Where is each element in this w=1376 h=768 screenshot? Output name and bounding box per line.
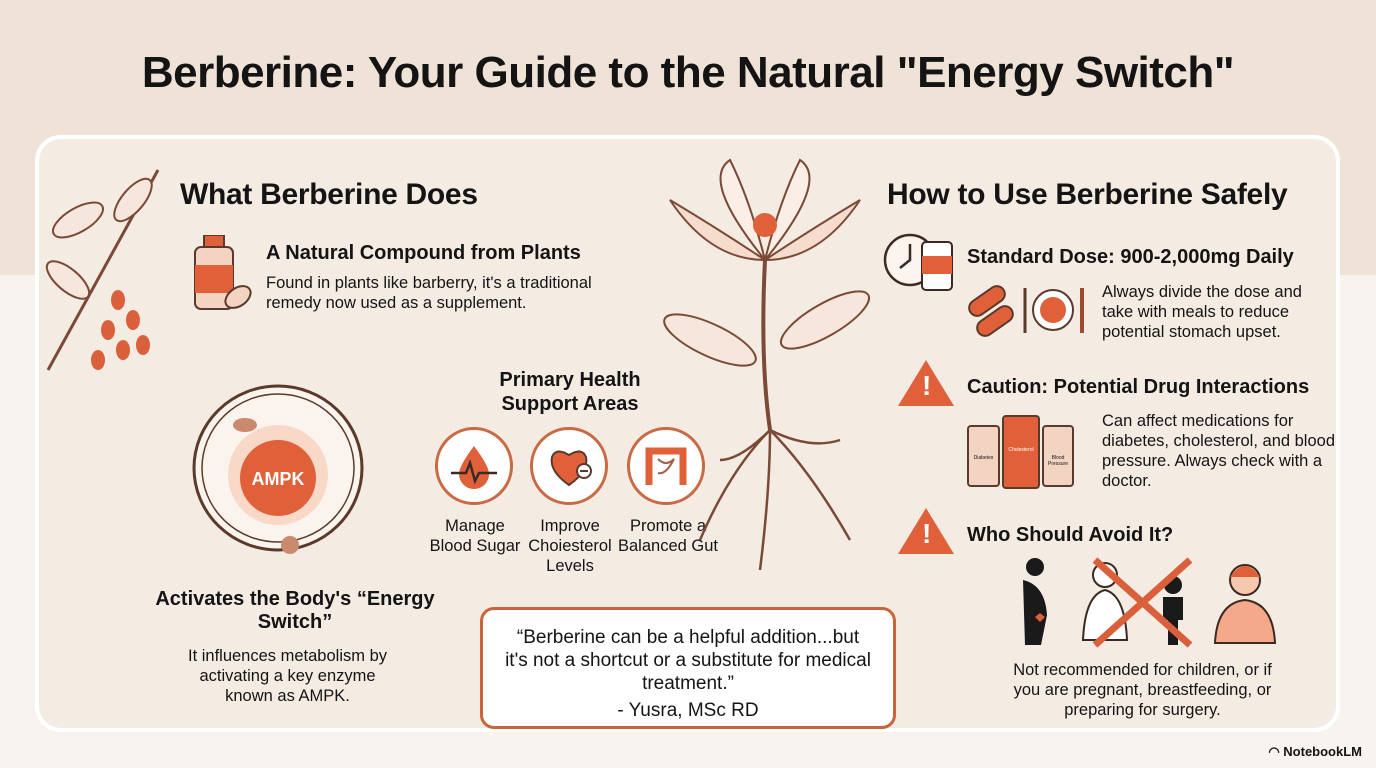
- caution-title: Caution: Potential Drug Interactions: [967, 376, 1310, 398]
- pills-meal-icon: [968, 285, 1084, 337]
- berberine-flower-illustration: [663, 158, 871, 571]
- blood-drop-pulse-icon: [435, 427, 513, 505]
- area-label-gut: Promote a Balanced Gut: [618, 517, 718, 555]
- right-heading: How to Use Berberine Safely: [887, 178, 1288, 211]
- compound-text: Found in plants like barberry, it's a tr…: [266, 274, 592, 312]
- areas-title: Primary Health Support Areas: [499, 369, 641, 415]
- bottle-blood-pressure: Blood Pressure: [1042, 425, 1074, 487]
- area-label-cholesterol: Improve Choiesterol Levels: [528, 517, 612, 575]
- dose-title: Standard Dose: 900-2,000mg Daily: [967, 246, 1294, 268]
- cell-icon: AMPK: [192, 384, 364, 554]
- medication-bottles-icon: Diabetes Cholesterol Blood Pressure: [965, 415, 1095, 490]
- compound-title: A Natural Compound from Plants: [266, 242, 581, 264]
- warning-triangle-icon: !: [898, 508, 954, 554]
- intestine-icon: [627, 427, 705, 505]
- switch-title: Activates the Body's “Energy Switch”: [155, 588, 435, 633]
- barberry-branch-icon: [45, 169, 160, 371]
- brand-name: NotebookLM: [1283, 744, 1362, 759]
- warning-triangle-icon: !: [898, 360, 954, 406]
- avoid-text: Not recommended for children, or if you …: [1013, 661, 1272, 719]
- area-label-blood-sugar: Manage Blood Sugar: [429, 517, 521, 555]
- ampk-label: AMPK: [252, 469, 305, 489]
- switch-text: It influences metabolism by activating a…: [187, 647, 387, 705]
- quote-author: - Yusra, MSc RD: [617, 700, 759, 721]
- avoid-title: Who Should Avoid It?: [967, 524, 1174, 546]
- heart-artery-icon: [530, 427, 608, 505]
- supplement-bottle-leaf-icon: [194, 235, 252, 310]
- bottle-cholesterol: Cholesterol: [1002, 415, 1040, 489]
- page-title: Berberine: Your Guide to the Natural "En…: [141, 48, 1235, 97]
- restricted-groups-icon: [1023, 557, 1277, 648]
- caution-text: Can affect medications for diabetes, cho…: [1102, 412, 1335, 490]
- left-heading: What Berberine Does: [180, 178, 478, 211]
- dose-text: Always divide the dose and take with mea…: [1102, 283, 1302, 341]
- bottle-diabetes: Diabetes: [967, 425, 1000, 487]
- quote-text: “Berberine can be a helpful addition...b…: [505, 627, 871, 694]
- quote-box: “Berberine can be a helpful addition...b…: [480, 607, 896, 729]
- logo-icon: ◠: [1268, 744, 1284, 759]
- clock-pill-bottle-icon: [883, 233, 953, 291]
- notebooklm-logo: ◠ NotebookLM: [1268, 744, 1362, 760]
